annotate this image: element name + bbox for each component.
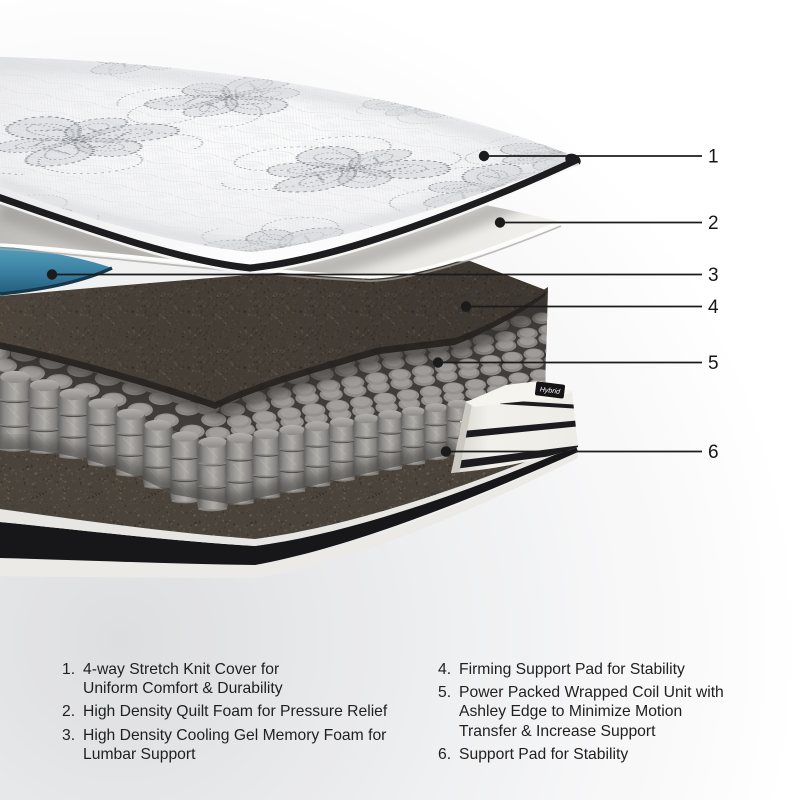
svg-text:3: 3 — [708, 265, 719, 286]
svg-text:1: 1 — [708, 147, 719, 168]
svg-text:2: 2 — [708, 213, 719, 234]
svg-text:5: 5 — [708, 353, 719, 374]
svg-text:Hybrid: Hybrid — [539, 386, 561, 396]
svg-text:6: 6 — [708, 442, 719, 463]
svg-text:4: 4 — [708, 297, 719, 318]
